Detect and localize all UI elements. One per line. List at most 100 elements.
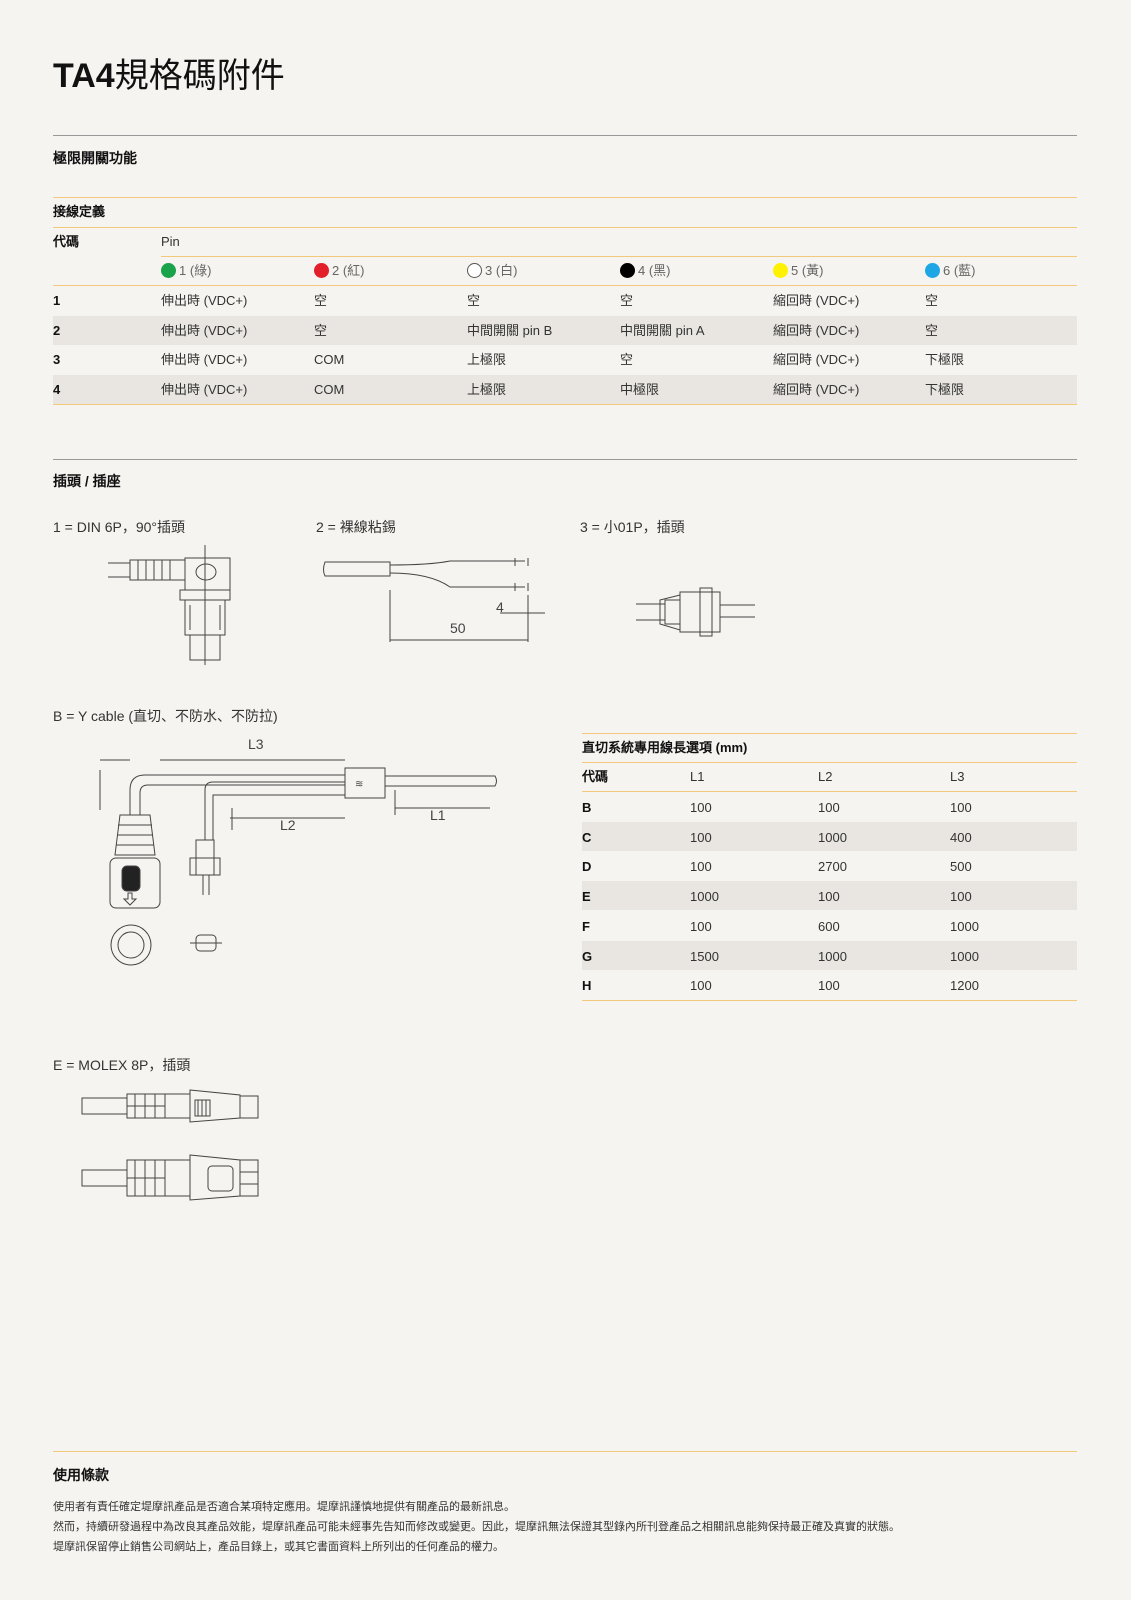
terms-line-3: 堤摩訊保留停止銷售公司網站上，產品目錄上，或其它書面資料上所列出的任何產品的權力…	[53, 1541, 504, 1553]
label-L1: L1	[430, 807, 446, 823]
table-cell: 空	[925, 322, 939, 338]
table-cell: 100	[818, 800, 840, 815]
pin-6: 6 (藍)	[925, 263, 976, 279]
connector-din-label: 1 = DIN 6P，90°插頭	[53, 519, 186, 535]
row-code: 1	[53, 293, 61, 308]
divider	[53, 285, 1077, 286]
small-plug-drawing	[636, 587, 755, 637]
divider	[53, 459, 1077, 460]
pin-label: 1 (綠)	[179, 263, 212, 278]
pin-2: 2 (紅)	[314, 263, 365, 279]
table-cell: 空	[467, 293, 481, 308]
pin-label: 2 (紅)	[332, 263, 365, 278]
wiring-heading: 接線定義	[53, 204, 106, 219]
pin-color-dot-icon	[467, 263, 482, 278]
page-title: TA4規格碼附件	[53, 48, 285, 97]
table-cell: COM	[314, 352, 345, 367]
table-cell: 空	[620, 293, 634, 308]
pin-label: 6 (藍)	[943, 263, 976, 278]
table-cell: 2700	[818, 859, 847, 875]
table-cell: 1000	[950, 948, 979, 964]
table-cell: 100	[950, 889, 972, 905]
section-limit-switch: 極限開關功能	[53, 150, 137, 166]
table-cell: 500	[950, 859, 972, 875]
table-cell: 下極限	[925, 381, 965, 397]
divider	[53, 404, 1077, 405]
lengths-heading: 直切系統專用線長選項 (mm)	[582, 740, 748, 755]
row-code: 4	[53, 381, 61, 397]
table-cell: 縮回時 (VDC+)	[773, 381, 860, 397]
table-cell: 伸出時 (VDC+)	[161, 381, 248, 397]
terms-heading: 使用條款	[53, 1467, 109, 1483]
divider	[53, 227, 1077, 228]
column-header: L2	[818, 769, 833, 784]
table-cell: 600	[818, 918, 840, 934]
divider	[582, 791, 1077, 792]
table-cell: 上極限	[467, 352, 507, 367]
table-cell: 中間開關 pin B	[467, 322, 553, 338]
connector-molex-label: E = MOLEX 8P，插頭	[53, 1057, 191, 1073]
table-cell: 縮回時 (VDC+)	[773, 293, 860, 308]
table-cell: 伸出時 (VDC+)	[161, 293, 248, 308]
table-cell: 1000	[818, 948, 847, 964]
title-text: 規格碼附件	[114, 57, 285, 95]
table-cell: 伸出時 (VDC+)	[161, 322, 248, 338]
pin-label: 4 (黑)	[638, 263, 671, 278]
table-cell: 100	[690, 829, 712, 845]
label-L3: L3	[248, 736, 264, 752]
pin-4: 4 (黑)	[620, 263, 671, 279]
code-header: 代碼	[53, 234, 80, 249]
connector-ycable-label: B = Y cable (直切、不防水、不防拉)	[53, 708, 278, 724]
row-band	[582, 940, 1077, 970]
table-cell: 伸出時 (VDC+)	[161, 352, 248, 367]
table-cell: 空	[314, 293, 328, 308]
row-code: F	[582, 918, 590, 934]
table-cell: 空	[620, 352, 634, 367]
table-cell: 100	[818, 978, 840, 994]
pin-1: 1 (綠)	[161, 263, 212, 279]
dim-4: 4	[496, 599, 504, 615]
pin-3: 3 (白)	[467, 263, 518, 279]
divider	[582, 762, 1077, 763]
label-L2: L2	[280, 817, 296, 833]
table-cell: 1000	[690, 889, 719, 905]
row-code: B	[582, 800, 592, 815]
row-code: G	[582, 948, 593, 964]
table-cell: 100	[690, 978, 712, 994]
divider	[582, 1000, 1077, 1001]
table-cell: 空	[314, 322, 328, 338]
column-header: 代碼	[582, 769, 609, 784]
row-code: E	[582, 889, 591, 905]
pin-color-dot-icon	[773, 263, 788, 278]
row-band	[582, 821, 1077, 851]
table-cell: 中間開關 pin A	[620, 322, 705, 338]
pin-label: 3 (白)	[485, 263, 518, 278]
terms-line-2: 然而，持續研發過程中為改良其產品效能，堤摩訊產品可能未經事先告知而修改或變更。因…	[53, 1521, 900, 1533]
divider	[161, 256, 1077, 257]
table-cell: 100	[950, 800, 972, 815]
row-band	[582, 881, 1077, 911]
table-cell: 100	[690, 800, 712, 815]
pin-color-dot-icon	[925, 263, 940, 278]
connector-bare-label: 2 = 裸線粘錫	[316, 519, 396, 535]
row-band	[53, 374, 1077, 404]
table-cell: 1200	[950, 978, 979, 994]
table-cell: 400	[950, 829, 972, 845]
terms-line-1: 使用者有責任確定堤摩訊產品是否適合某項特定應用。堤摩訊謹慎地提供有關產品的最新訊…	[53, 1501, 515, 1513]
column-header: L1	[690, 769, 705, 784]
pin-color-dot-icon	[161, 263, 176, 278]
table-cell: 上極限	[467, 381, 507, 397]
table-cell: 縮回時 (VDC+)	[773, 352, 860, 367]
table-cell: 100	[690, 859, 712, 875]
table-cell: 1000	[818, 829, 847, 845]
table-cell: COM	[314, 381, 345, 397]
pin-5: 5 (黃)	[773, 263, 824, 279]
section-connectors: 插頭 / 插座	[53, 473, 121, 489]
row-code: 2	[53, 322, 61, 338]
pin-color-dot-icon	[314, 263, 329, 278]
table-cell: 100	[690, 918, 712, 934]
divider	[582, 733, 1077, 734]
table-cell: 縮回時 (VDC+)	[773, 322, 860, 338]
table-cell: 1000	[950, 918, 979, 934]
dim-50: 50	[450, 620, 466, 636]
